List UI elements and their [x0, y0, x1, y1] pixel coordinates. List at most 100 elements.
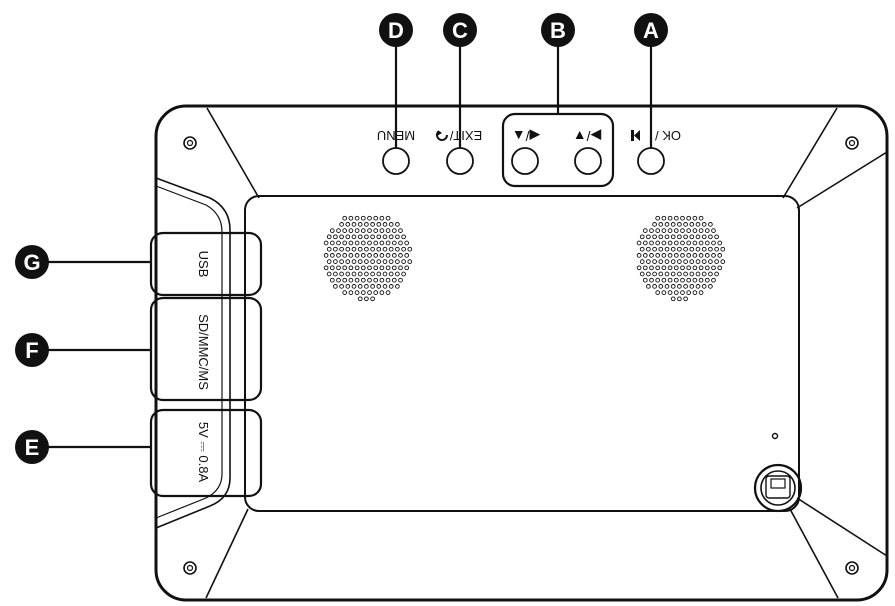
grille-hole — [698, 265, 704, 271]
grille-hole — [683, 246, 688, 252]
grille-hole — [667, 290, 673, 295]
grille-hole — [379, 265, 385, 271]
grille-hole — [395, 271, 400, 277]
stand-mount — [753, 463, 803, 513]
grille-hole — [382, 222, 388, 227]
grille-hole — [329, 253, 335, 258]
grille-hole — [360, 290, 366, 295]
grille-hole — [701, 284, 707, 289]
grille-hole — [667, 265, 673, 271]
grille-hole — [642, 253, 648, 258]
grille-hole — [342, 265, 348, 271]
callout-g: G — [15, 245, 49, 279]
grille-hole — [686, 290, 692, 295]
grille-hole — [698, 240, 704, 246]
grille-hole — [395, 234, 400, 240]
grille-hole — [692, 240, 698, 246]
grille-hole — [667, 277, 673, 283]
grille-hole — [370, 271, 375, 277]
grille-hole — [692, 290, 698, 295]
grille-hole — [655, 215, 661, 221]
grille-hole — [382, 271, 388, 277]
grille-hole — [698, 277, 704, 283]
power-port-box — [149, 408, 263, 498]
grille-hole — [354, 277, 360, 283]
grille-hole — [329, 277, 335, 283]
ok-play-button[interactable] — [637, 147, 665, 175]
grille-hole — [388, 222, 394, 227]
grille-hole — [677, 271, 682, 277]
grille-hole — [639, 259, 645, 264]
grille-hole — [677, 259, 682, 264]
grille-hole — [670, 234, 676, 240]
grille-hole — [667, 240, 673, 246]
grille-hole — [639, 271, 645, 277]
grille-hole — [658, 246, 664, 252]
grille-hole — [646, 271, 651, 277]
exit-button[interactable] — [446, 147, 474, 175]
grille-hole — [642, 277, 648, 283]
grille-hole — [351, 222, 357, 227]
grille-hole — [683, 222, 688, 227]
corner-screws — [183, 136, 859, 575]
grille-hole — [701, 222, 707, 227]
grille-hole — [339, 246, 344, 252]
grille-hole — [680, 265, 685, 271]
grille-hole — [379, 215, 385, 221]
grille-hole — [382, 259, 388, 264]
grille-hole — [698, 215, 704, 221]
grille-hole — [401, 259, 406, 264]
down-right-button[interactable] — [574, 147, 602, 175]
grille-hole — [333, 246, 338, 252]
grille-hole — [646, 259, 651, 264]
grille-hole — [695, 234, 701, 240]
grille-hole — [407, 259, 413, 264]
grille-hole — [373, 228, 379, 233]
grille-hole — [701, 259, 707, 264]
menu-button[interactable] — [382, 147, 410, 175]
grille-hole — [692, 215, 698, 221]
up-left-button[interactable] — [511, 147, 539, 175]
grille-hole — [357, 234, 363, 240]
grille-hole — [382, 234, 388, 240]
grille-hole — [357, 259, 363, 264]
grille-hole — [655, 228, 661, 233]
grille-hole — [323, 240, 329, 246]
ok-label: OK / — [631, 128, 681, 143]
grille-hole — [704, 253, 710, 258]
down-right-label: ▶/▼ — [573, 128, 602, 144]
grille-hole — [680, 290, 685, 295]
grille-hole — [655, 277, 661, 283]
grille-hole — [367, 277, 372, 283]
grille-hole — [649, 253, 654, 258]
grille-hole — [360, 215, 366, 221]
speaker-grille-right — [636, 215, 726, 302]
grille-hole — [686, 253, 692, 258]
grille-hole — [373, 290, 379, 295]
grille-hole — [708, 271, 713, 277]
grille-hole — [391, 277, 397, 283]
grille-hole — [364, 271, 369, 277]
exit-label: EXIT/ — [436, 128, 482, 143]
callout-c: C — [443, 13, 477, 47]
grille-hole — [348, 215, 354, 221]
grille-hole — [367, 215, 372, 221]
grille-hole — [354, 228, 360, 233]
grille-hole — [658, 234, 664, 240]
grille-hole — [339, 259, 344, 264]
grille-hole — [661, 228, 667, 233]
grille-hole — [385, 228, 391, 233]
side-port-slot — [155, 177, 231, 529]
grille-hole — [395, 246, 400, 252]
grille-hole — [339, 271, 344, 277]
grille-hole — [342, 228, 348, 233]
callout-f: F — [15, 333, 49, 367]
grille-hole — [336, 253, 341, 258]
grille-hole — [398, 253, 403, 258]
grille-hole — [367, 240, 372, 246]
grille-hole — [391, 228, 397, 233]
grille-hole — [670, 296, 676, 302]
grille-hole — [646, 284, 651, 289]
grille-hole — [370, 246, 375, 252]
grille-hole — [339, 234, 344, 240]
